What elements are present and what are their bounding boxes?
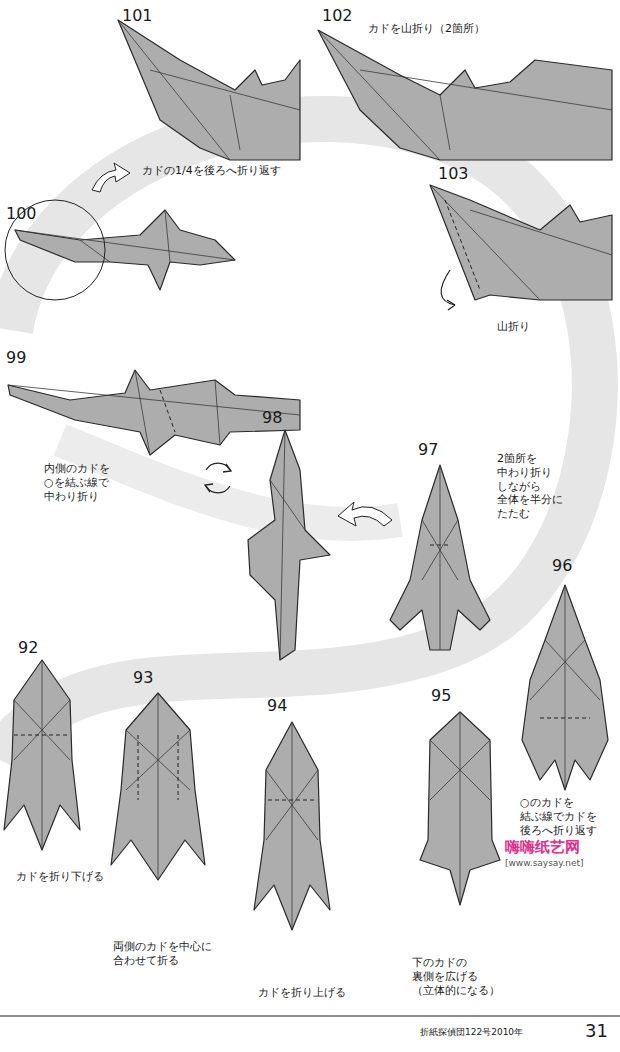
fold-figure bbox=[390, 465, 490, 650]
detail-circle bbox=[5, 200, 105, 300]
step-number: 93 bbox=[133, 668, 153, 688]
fold-figure bbox=[4, 660, 80, 850]
instruction-text: カドの1/4を後ろへ折り返す bbox=[142, 164, 281, 178]
step-number: 100 bbox=[6, 204, 37, 224]
fold-arrow bbox=[447, 300, 455, 310]
step-number: 95 bbox=[431, 686, 451, 706]
step-number: 103 bbox=[438, 164, 469, 184]
step-number: 98 bbox=[262, 408, 282, 428]
instruction-text: カドを折り下げる bbox=[16, 870, 104, 884]
step-number: 102 bbox=[322, 6, 353, 26]
instruction-text: 下のカドの 裏側を広げる （立体的になる） bbox=[412, 956, 500, 997]
step-arrow bbox=[92, 163, 130, 192]
fold-figure bbox=[420, 712, 500, 905]
footer-rule bbox=[0, 1015, 620, 1016]
crease-lines bbox=[8, 20, 612, 930]
fold-figure bbox=[8, 370, 300, 455]
fold-figure bbox=[248, 430, 330, 660]
fold-figure bbox=[254, 722, 330, 930]
fold-arrow bbox=[441, 270, 455, 305]
fold-figure bbox=[430, 185, 612, 300]
instruction-text: 両側のカドを中心に 合わせて折る bbox=[113, 940, 212, 968]
step-arrow bbox=[338, 502, 392, 526]
instruction-text: ○のカドを 結ぶ線でカドを 後ろへ折り返す bbox=[520, 796, 597, 837]
step-number: 92 bbox=[18, 638, 38, 658]
page-number: 31 bbox=[585, 1020, 608, 1043]
rotate-symbol bbox=[205, 463, 231, 493]
fold-figure bbox=[111, 693, 205, 880]
fold-line bbox=[14, 200, 590, 800]
step-number: 97 bbox=[418, 440, 438, 460]
watermark: 嗨嗨纸艺网 bbox=[505, 838, 580, 857]
instruction-text: 2箇所を 中わり折り しながら 全体を半分に たたむ bbox=[497, 452, 563, 521]
instruction-text: 山折り bbox=[497, 320, 530, 334]
instruction-text: 内側のカドを ○を結ぶ線で 中わり折り bbox=[44, 462, 110, 503]
instruction-text: カドを山折り（2箇所） bbox=[368, 22, 485, 36]
step-number: 94 bbox=[267, 696, 287, 716]
step-number: 99 bbox=[6, 348, 26, 368]
fold-figure bbox=[118, 20, 300, 160]
fold-figure bbox=[318, 30, 612, 160]
step-number: 96 bbox=[552, 556, 572, 576]
page-footer: 折紙探偵団122号2010年 bbox=[420, 1027, 523, 1038]
fold-figure bbox=[15, 210, 235, 290]
fold-figure bbox=[522, 585, 608, 790]
watermark-url: [www.saysay.net] bbox=[505, 858, 584, 869]
instruction-text: カドを折り上げる bbox=[258, 986, 346, 1000]
step-number: 101 bbox=[122, 6, 153, 26]
